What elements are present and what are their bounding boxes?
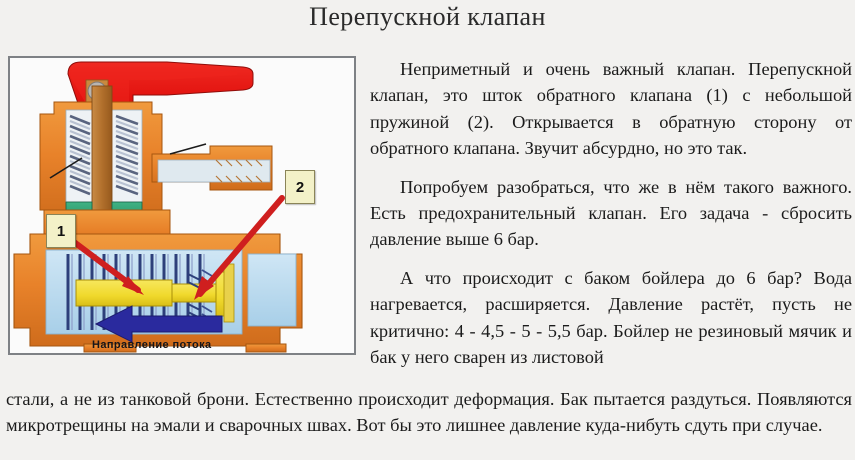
valve-diagram-figure: 1 2 Направление потока	[8, 56, 356, 355]
bonnet-spring-right-shadow	[115, 119, 139, 191]
valve-stem-upper	[91, 85, 113, 215]
valve-cutaway-drawing	[13, 61, 303, 353]
paragraph-2: Попробуем разобраться, что же в нём тако…	[370, 176, 852, 250]
outlet-port-cavity	[247, 253, 297, 327]
bonnet-spring-left-shadow	[69, 119, 91, 191]
valve-diagram-canvas: 1 2 Направление потока	[10, 58, 354, 353]
paragraph-3: А что происходит с баком бойлера до 6 ба…	[370, 267, 852, 368]
paragraph-1: Неприметный и очень важный клапан. Переп…	[370, 59, 852, 159]
valve-seat-ring	[223, 263, 235, 323]
bypass-spring	[187, 273, 201, 319]
flow-direction-arrow	[94, 305, 223, 343]
bottom-spigot	[83, 343, 137, 353]
bottom-spigot-right	[245, 343, 287, 353]
internal-leader-lines	[49, 143, 207, 179]
pointer-arrow-2	[194, 195, 285, 300]
paragraph-3-continuation: стали, а не из танковой брони. Естествен…	[6, 389, 852, 436]
discharge-elbow	[151, 145, 273, 191]
article-continuation-block: стали, а не из танковой брони. Естествен…	[6, 386, 852, 439]
elbow-thread	[215, 159, 263, 183]
bonnet-spring-right	[115, 114, 139, 196]
page-title: Перепускной клапан	[309, 2, 546, 31]
callout-label-2: 2	[285, 170, 315, 204]
flow-direction-caption: Направление потока	[92, 339, 212, 351]
article-text-column: Неприметный и очень важный клапан. Переп…	[370, 56, 852, 370]
callout-label-1: 1	[46, 214, 76, 248]
